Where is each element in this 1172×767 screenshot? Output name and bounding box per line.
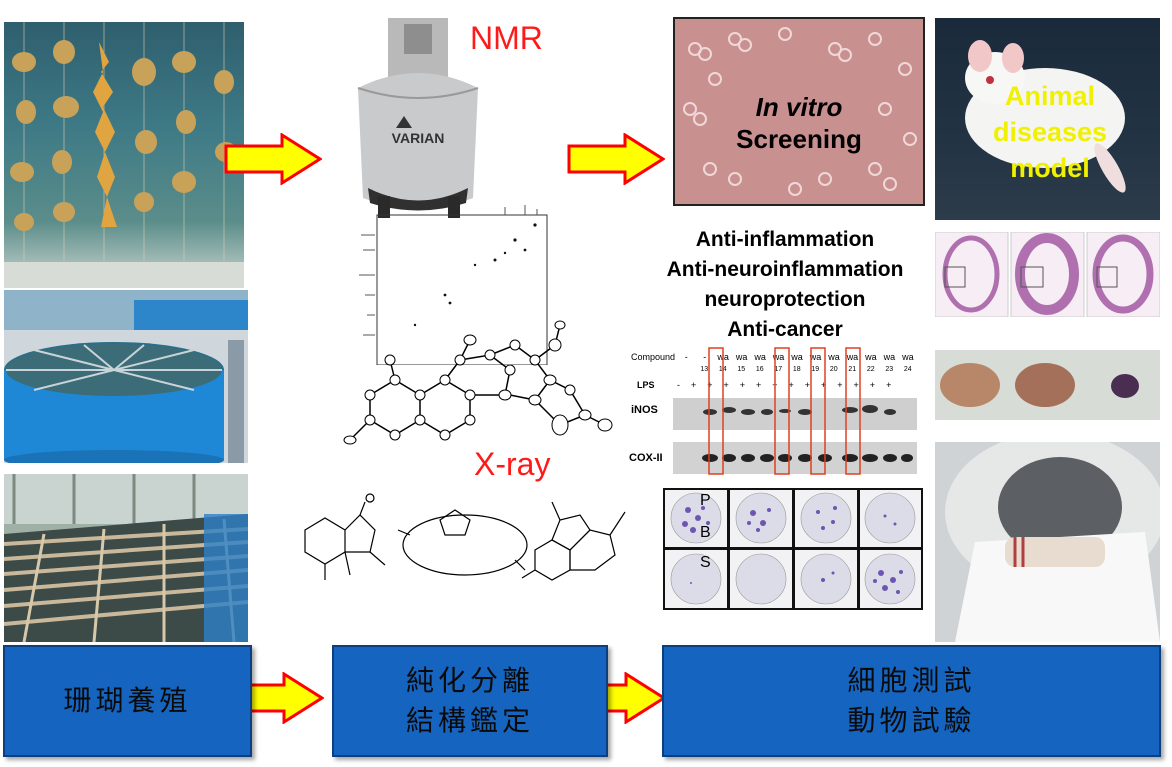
compound-number-cell: 21 [848, 366, 857, 373]
nmr-label: NMR [470, 20, 543, 56]
coral-tank-photo [4, 290, 248, 463]
skeletal-formulas [304, 493, 626, 581]
purification-line-2: 結構鑑定 [405, 704, 534, 737]
compound-cell: - [684, 352, 688, 362]
ortep-drawing [343, 320, 613, 445]
compound-number-cell: 17 [774, 366, 783, 373]
animal-line-2: diseases [992, 117, 1108, 147]
coral-culture-text: 珊瑚養殖 [63, 684, 192, 717]
compound-number-cell: 13 [700, 366, 709, 373]
tissue-illustration [940, 363, 1139, 407]
pbs-letter-s: S [700, 554, 711, 571]
lps-markers: -+++++++++++++ [677, 380, 903, 390]
varian-brand-text: VARIAN [392, 130, 445, 146]
bioassay-box: 細胞測試 動物試驗 [662, 645, 1161, 757]
vessel-cross-sections [935, 232, 1160, 317]
compound-cell: wa [809, 352, 822, 362]
arrow-right-icon [567, 133, 665, 185]
scanner-illustration [935, 442, 1160, 642]
plate-grid [665, 490, 921, 608]
compound-cell: wa [791, 352, 803, 362]
coral-culture-box: 珊瑚養殖 [3, 645, 252, 757]
arrow-right-icon [224, 133, 322, 185]
activity-item: neuroprotection [704, 288, 866, 311]
compound-number-cell: 19 [811, 366, 820, 373]
purification-box: 純化分離 結構鑑定 [332, 645, 608, 757]
compound-number-cell: 18 [792, 366, 801, 373]
compound-number-cell: 22 [866, 366, 875, 373]
compound-number-cell: 24 [903, 366, 912, 373]
nmr-2d-spectrum [355, 205, 555, 365]
in-vitro-label: In vitro Screening [675, 91, 923, 155]
nmr-spectrometer-photo: VARIAN [348, 18, 488, 218]
purification-line-1: 純化分離 [405, 664, 534, 697]
compound-number-cell: 16 [755, 366, 764, 373]
compound-number-cell: 23 [885, 366, 894, 373]
pbs-letter-b: B [700, 524, 711, 541]
round-tank-illustration [4, 290, 248, 463]
compound-cell: wa [902, 352, 914, 362]
xray-label: X-ray [474, 446, 551, 482]
compound-row-label: Compound [631, 352, 676, 362]
compound-cell: - [703, 352, 707, 362]
mri-scanner-photo [935, 442, 1160, 642]
animal-model-photo: Animal diseases model [935, 18, 1160, 220]
xray-crystal-structure [330, 300, 630, 480]
compound-cell: wa [846, 352, 859, 362]
bioassay-line-1: 細胞測試 [847, 664, 976, 697]
activity-item: Anti-neuroinflammation [666, 258, 904, 281]
coral-strings-illustration [4, 22, 244, 288]
blot-bands [673, 347, 917, 475]
animal-label: Animal diseases model [965, 78, 1135, 186]
colony-plates: P B S [663, 488, 923, 610]
compound-cell: wa [865, 352, 877, 362]
cox-label: COX-II [629, 452, 663, 464]
inos-label: iNOS [631, 404, 658, 416]
compound-number-cell: 15 [737, 366, 746, 373]
mouse-illustration [965, 40, 1126, 193]
compound-cell: wa [735, 352, 748, 362]
in-vitro-italic: In vitro [755, 92, 843, 122]
farm-racks-illustration [4, 474, 248, 642]
spectrum-plot [359, 205, 548, 365]
activity-item: Anti-cancer [727, 318, 843, 341]
coral-farm-racks-photo [4, 474, 248, 642]
compound-number-cell: 20 [829, 366, 838, 373]
nmr-magnet-illustration: VARIAN [348, 18, 488, 218]
coral-aquarium-photo [4, 22, 244, 288]
compound-cell: wa [883, 352, 896, 362]
activity-list: Anti-inflammation Anti-neuroinflammation… [625, 225, 945, 345]
cell-culture-illustration [675, 19, 923, 204]
histology-sections [935, 232, 1160, 317]
chemical-structures [290, 490, 635, 600]
compound-cell: wa [772, 352, 785, 362]
compound-cell: wa [828, 352, 840, 362]
in-vitro-microscopy: In vitro Screening [673, 17, 925, 206]
animal-line-1: Animal [1004, 81, 1096, 111]
lps-row-label: LPS [637, 380, 655, 390]
compound-cell: wa [754, 352, 766, 362]
tissue-samples-photo [935, 350, 1160, 420]
bioassay-line-2: 動物試驗 [847, 704, 976, 737]
activity-item: Anti-inflammation [695, 228, 875, 251]
animal-line-3: model [1010, 153, 1090, 183]
pbs-letter-p: P [700, 492, 711, 509]
screening-text: Screening [736, 124, 862, 154]
